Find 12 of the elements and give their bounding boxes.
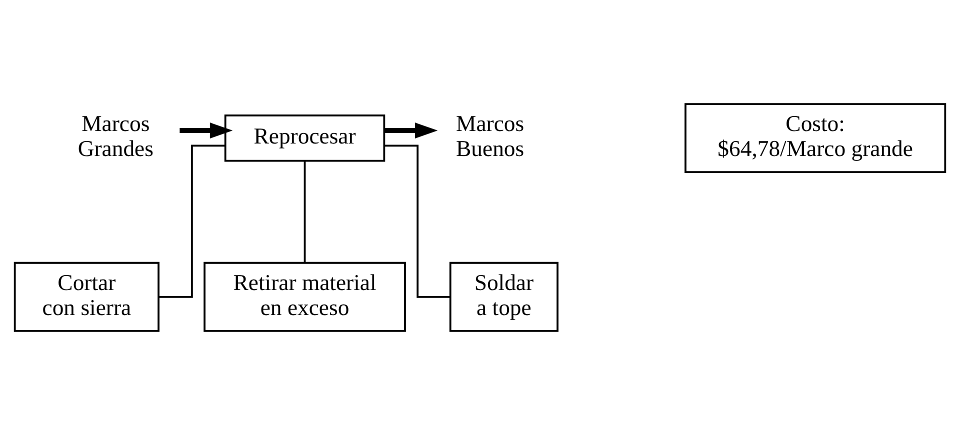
- node-box: Costo: $64,78/Marco grande: [684, 103, 946, 174]
- connector: [384, 144, 450, 298]
- node-text: Marcos Buenos: [456, 111, 524, 162]
- node-box: Reprocesar: [224, 114, 386, 162]
- node-box: Retirar material en exceso: [204, 262, 406, 332]
- arrow: [180, 122, 233, 138]
- node-text: Marcos Grandes: [78, 111, 154, 162]
- node-box: Cortar con sierra: [14, 262, 160, 332]
- arrow: [384, 122, 438, 138]
- node-box: Soldar a tope: [449, 262, 558, 332]
- connector: [304, 160, 306, 262]
- connector: [158, 144, 226, 298]
